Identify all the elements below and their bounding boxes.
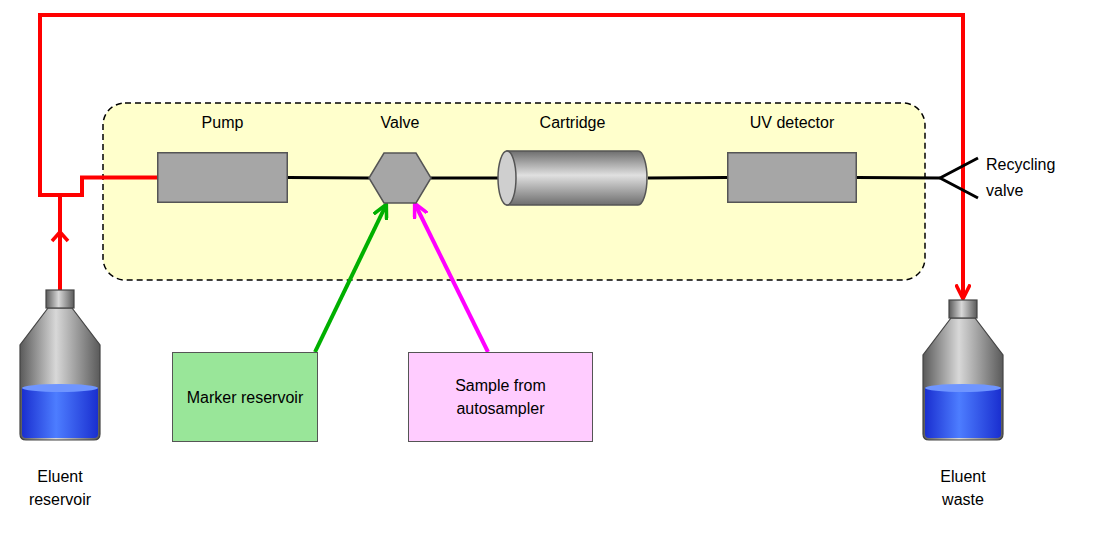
autosampler-box: Sample from autosampler: [408, 352, 593, 442]
flow-line: [857, 177, 940, 179]
valve-hexagon-outline: [369, 153, 431, 203]
recycling-valve: Recycling valve: [940, 155, 978, 201]
part-label: Eluent waste: [923, 465, 1003, 511]
flow-line: [431, 178, 499, 179]
eluent-bottle: Eluent reservoir: [20, 290, 100, 440]
detector-box: UV detector: [727, 152, 857, 203]
reservoir-box: Marker reservoir: [172, 352, 318, 442]
waste-bottle-outline: [923, 300, 1003, 440]
flow-line: [415, 204, 488, 352]
flow-path: [40, 15, 963, 298]
flow-line: [288, 177, 369, 179]
flow-path: [60, 178, 157, 291]
pump-box-outline: [157, 152, 288, 203]
pump-box: Pump: [157, 152, 288, 203]
box-label: Marker reservoir: [181, 386, 309, 409]
flow-path: [415, 204, 488, 352]
flow-path: [288, 176, 369, 180]
box-label: Sample from autosampler: [409, 374, 592, 420]
cartridge-cylinder-outline: [497, 150, 648, 206]
part-label: UV detector: [750, 111, 834, 134]
flow-line: [52, 178, 157, 291]
flow-line: [648, 177, 727, 179]
eluent-bottle-outline: [20, 290, 100, 440]
part-label: Eluent reservoir: [20, 465, 100, 511]
flow-line: [315, 205, 386, 352]
cartridge-cylinder: Cartridge: [497, 150, 648, 206]
flow-path: [857, 176, 940, 180]
waste-bottle: Eluent waste: [923, 300, 1003, 440]
flow-line: [40, 15, 963, 298]
flow-path: [315, 205, 386, 352]
part-label: Recycling valve: [986, 152, 1064, 204]
valve-hexagon: Valve: [369, 153, 431, 203]
flow-path: [648, 176, 727, 180]
part-label: Valve: [381, 111, 420, 134]
part-label: Pump: [202, 111, 244, 134]
instrument-panel: [103, 103, 925, 280]
flow-path: [431, 177, 499, 180]
detector-box-outline: [727, 152, 857, 203]
part-label: Cartridge: [540, 111, 606, 134]
recycling-valve-outline: [940, 155, 978, 201]
